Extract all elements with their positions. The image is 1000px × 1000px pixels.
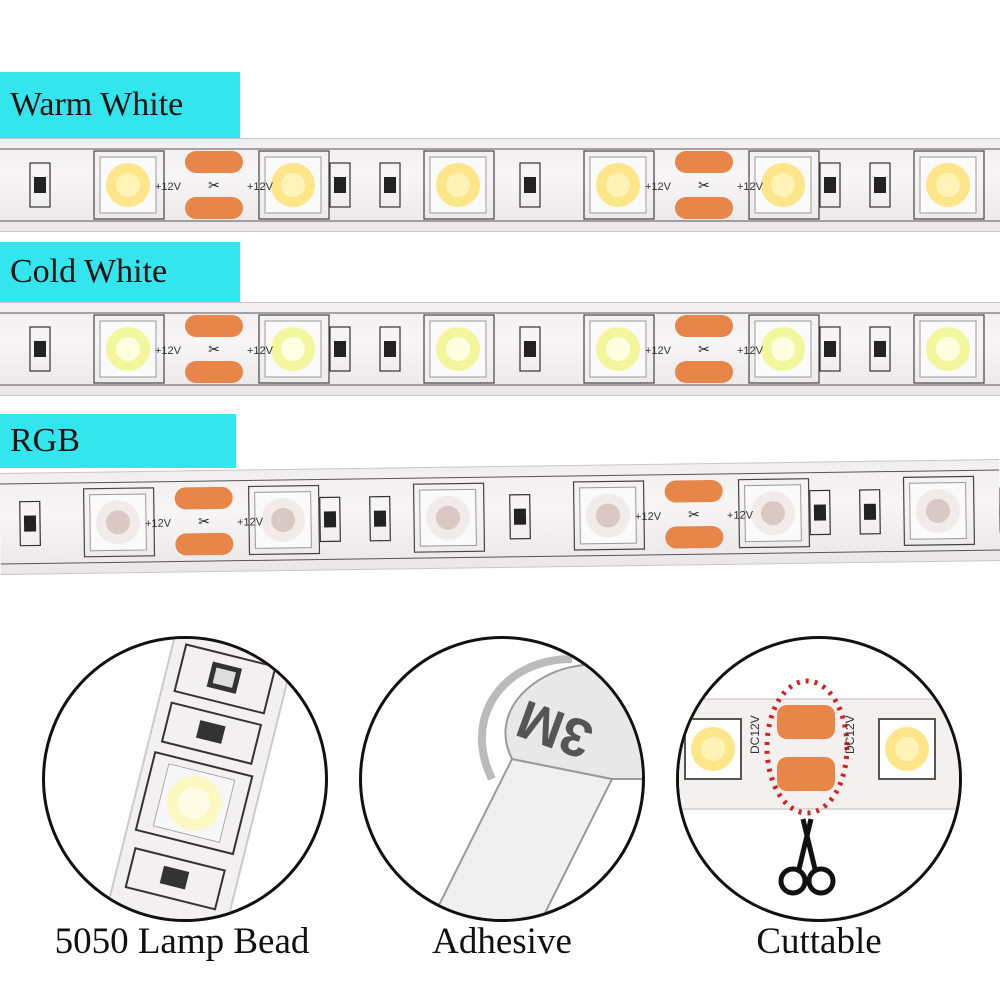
led-chip [748,150,820,220]
strip-rgb-art: ✂+12V+12V✂+12V+12V✂+12V+12V [0,469,1000,565]
resistor [379,326,401,372]
svg-text:✂: ✂ [698,341,710,357]
led-chip [412,482,486,553]
svg-text:+12V: +12V [155,345,182,357]
svg-text:+12V: +12V [247,181,274,193]
led-chip [423,314,495,384]
svg-text:+12V: +12V [247,345,274,357]
svg-text:✂: ✂ [208,341,220,357]
svg-text:+12V: +12V [737,181,764,193]
led-chip [913,314,985,384]
adhesive-detail: 3M [359,636,645,922]
resistor [29,326,51,372]
led-chip [913,150,985,220]
caption-lamp-bead: 5050 Lamp Bead [54,921,310,962]
dc-label-right: DC12V [843,715,857,754]
strip-cold-white-art: ✂+12V+12V✂+12V+12V✂+12V+12V [0,312,1000,386]
resistor [369,495,391,542]
svg-text:+12V: +12V [645,345,672,357]
led-chip [572,480,646,551]
svg-text:✂: ✂ [198,513,210,529]
lamp-bead-detail [42,636,328,922]
strip-warm-white-art: ✂+12V+12V✂+12V+12V✂+12V+12V [0,148,1000,222]
svg-text:+12V: +12V [737,345,764,357]
led-chip [748,314,820,384]
led-chip [258,150,330,220]
adhesive-tape-icon: 3M [430,655,642,919]
resistor [869,326,891,372]
led-chip [93,314,165,384]
svg-text:+12V: +12V [635,511,662,523]
resistor [29,162,51,208]
led-chip [737,478,811,549]
svg-text:+12V: +12V [155,181,182,193]
resistor [869,162,891,208]
resistor [859,489,881,535]
led-chip [423,150,495,220]
led-chip [583,314,655,384]
resistor [329,162,351,208]
svg-text:✂: ✂ [688,506,700,522]
copper-pads: ✂ +12V +12V [155,151,274,219]
variant-label-warm-white: Warm White [0,72,240,138]
resistor [509,493,531,540]
caption-cuttable: Cuttable [756,921,882,962]
svg-text:+12V: +12V [145,518,172,530]
svg-text:+12V: +12V [237,516,264,528]
led-chip [247,484,321,556]
cuttable-detail: DC12V DC12V [676,636,962,922]
resistor [809,489,831,536]
led-chip [583,150,655,220]
svg-text:+12V: +12V [645,181,672,193]
svg-text:✂: ✂ [208,177,220,193]
resistor [329,326,351,372]
dc-label-left: DC12V [748,715,762,754]
lamp-bead-icon [94,639,301,919]
copper-pads: ✂ +12V +12V [645,315,764,383]
copper-pads: ✂ +12V +12V [645,151,764,219]
led-chip [902,475,976,546]
resistor [19,500,41,547]
copper-pads: ✂ +12V +12V [145,486,264,556]
cut-point-icon: DC12V DC12V [679,678,959,896]
resistor [379,162,401,208]
caption-adhesive: Adhesive [432,921,572,962]
svg-text:+12V: +12V [727,509,754,521]
led-chip [258,314,330,384]
variant-label-rgb: RGB [0,414,236,468]
led-strip-cold-white: ✂+12V+12V✂+12V+12V✂+12V+12V [0,302,1000,396]
resistor [519,162,541,208]
resistor [819,162,841,208]
copper-pads: ✂ +12V +12V [155,315,274,383]
led-strip-rgb: ✂+12V+12V✂+12V+12V✂+12V+12V [0,459,1000,575]
resistor [819,326,841,372]
led-strip-warm-white: ✂+12V+12V✂+12V+12V✂+12V+12V [0,138,1000,232]
variant-label-cold-white: Cold White [0,242,240,302]
copper-pads: ✂ +12V +12V [635,480,754,549]
scissors-icon [778,818,836,896]
led-chip [82,487,156,558]
led-chip [93,150,165,220]
resistor [519,326,541,372]
svg-text:✂: ✂ [698,177,710,193]
resistor [319,496,341,543]
